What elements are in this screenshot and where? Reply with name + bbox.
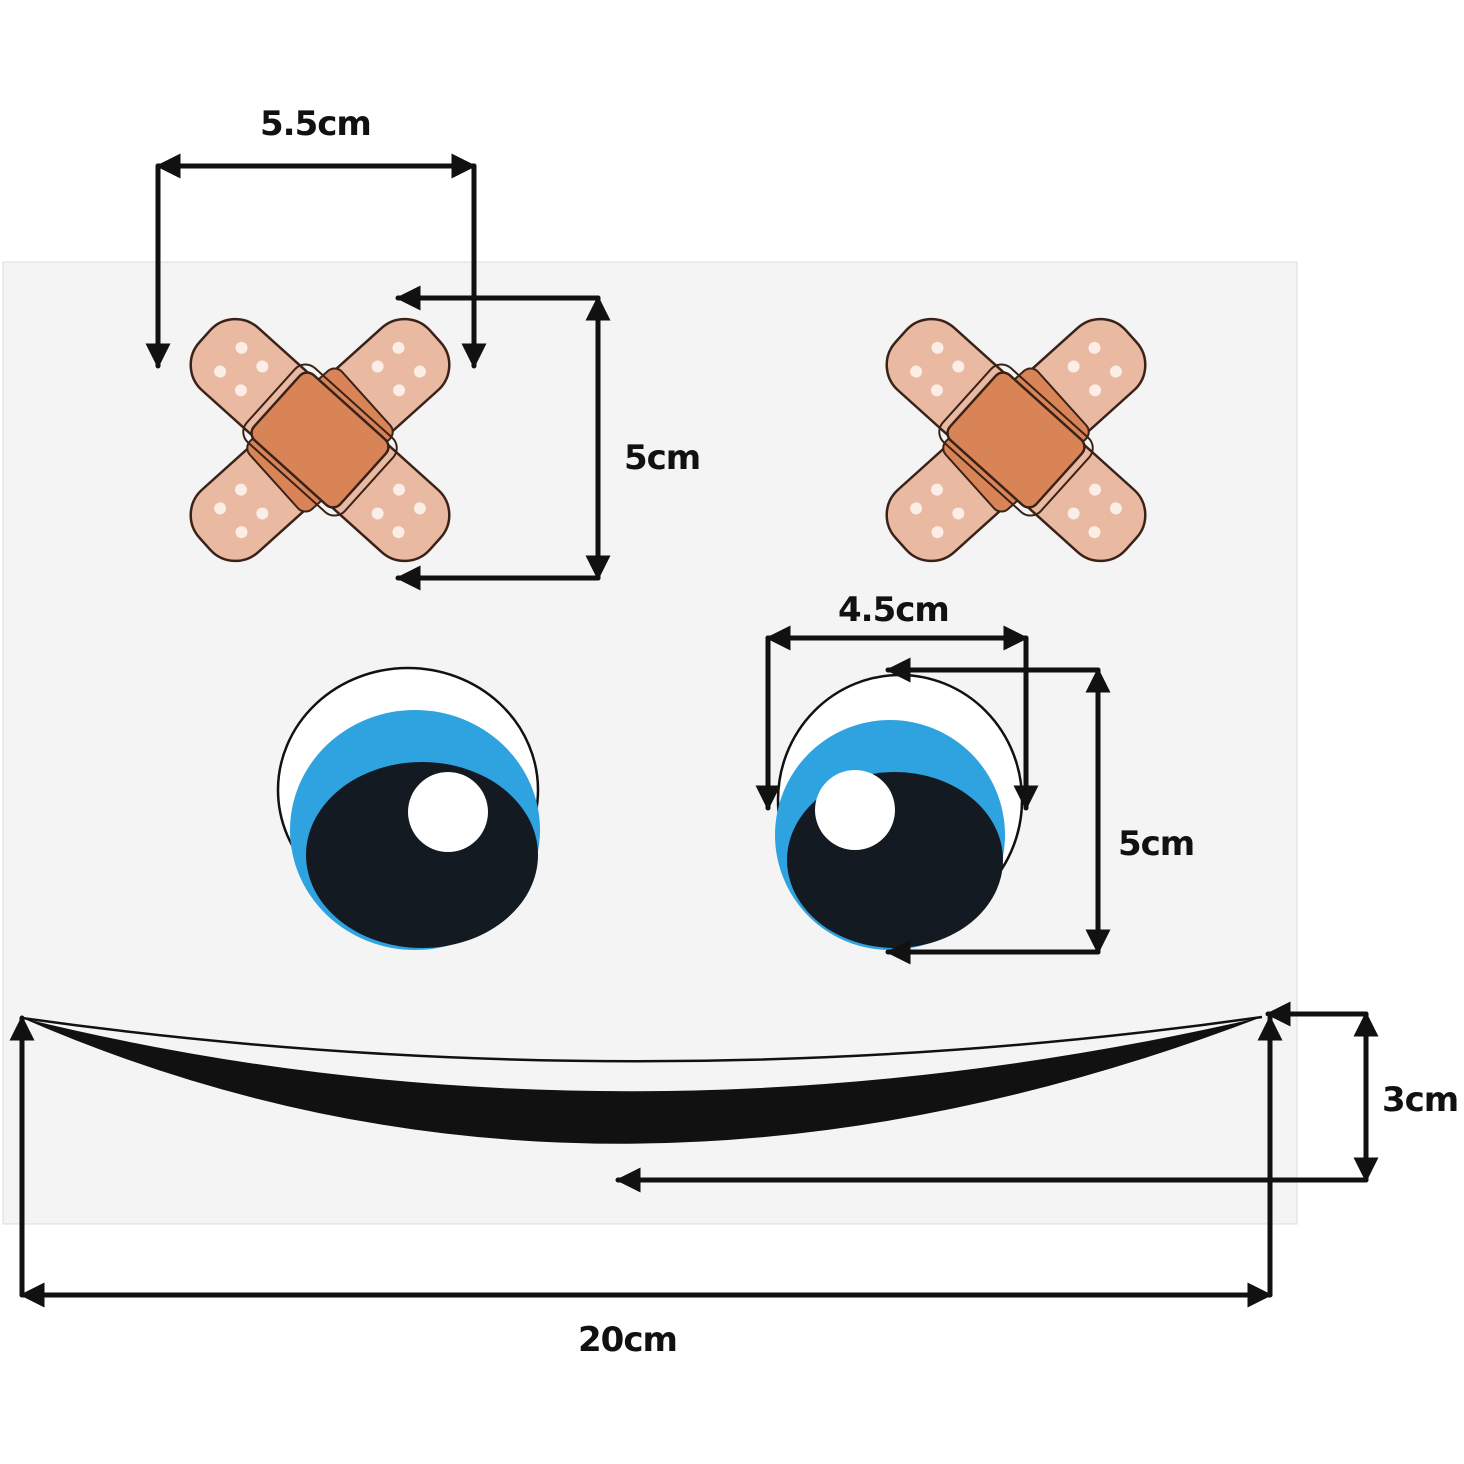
cartoon-eye-icon xyxy=(775,673,1024,950)
cartoon-eye-icon xyxy=(276,666,540,950)
mouth-width-label: 20cm xyxy=(578,1320,678,1360)
smile-mouth-icon xyxy=(21,1015,1263,1144)
bandage-height-label: 5cm xyxy=(624,438,701,478)
bandage-width-label: 5.5cm xyxy=(260,104,372,144)
eye-height-label: 5cm xyxy=(1118,824,1195,864)
mouth-height-label: 3cm xyxy=(1382,1080,1459,1120)
eye-width-label: 4.5cm xyxy=(838,590,950,630)
